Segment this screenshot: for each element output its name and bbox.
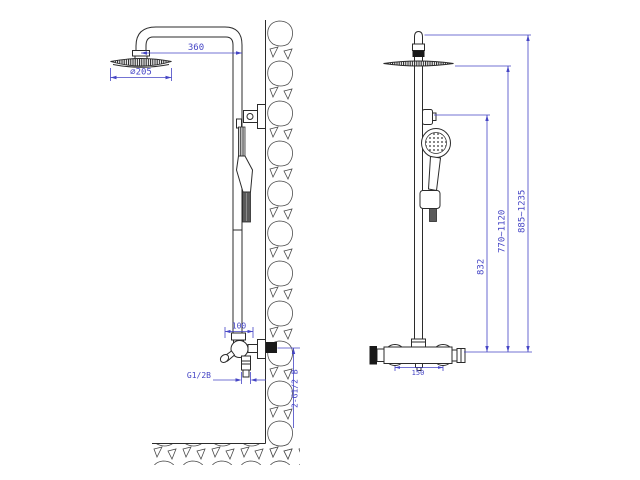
dim-outlet-thread: G1/2B: [187, 371, 266, 384]
riser-pipe: [412, 30, 425, 339]
dimensions: 360 ∅205 100 G1/2B: [110, 34, 532, 428]
floor-hatch: [152, 444, 300, 465]
hand-shower-side: [235, 118, 254, 223]
bracket-screw: [246, 113, 254, 120]
rain-head-disc-front: [383, 60, 454, 67]
dim-total-height-range: 885~1235: [424, 34, 532, 353]
holder-bracket-front: [422, 109, 437, 125]
dim-slide-height: 832: [434, 114, 490, 352]
dim-outlet-thread-label: G1/2B: [187, 371, 211, 380]
hand-shower-spray-face: [425, 132, 447, 154]
wall-bracket-side: [243, 104, 266, 129]
hose-connector: [429, 208, 437, 222]
dim-head-diameter-label: ∅205: [130, 68, 152, 78]
dim-head-height-range-label: 770~1120: [498, 210, 508, 253]
slide-holder: [419, 190, 441, 209]
dim-total-height-range-label: 885~1235: [518, 190, 528, 233]
dim-slide-height-label: 832: [477, 259, 487, 275]
dim-wall-connections-label: 2-G1/2 B: [291, 369, 300, 408]
hand-shower-front: [419, 128, 451, 222]
dim-valve-depth-label: 100: [232, 322, 247, 331]
dim-head-height-range: 770~1120: [455, 65, 511, 352]
wall-section: [152, 20, 300, 465]
front-view: [369, 30, 466, 371]
dim-valve-centers-label: 150: [412, 369, 425, 377]
dim-valve-centers: 150: [394, 366, 444, 377]
valve-outlet-side: [241, 355, 251, 371]
dim-wall-connections: 2-G1/2 B: [277, 347, 300, 428]
hand-shower-handle-front: [427, 155, 442, 192]
dim-valve-depth: 100: [224, 322, 254, 338]
temperature-knob-cap: [369, 346, 377, 365]
hand-shower-face-edge: [238, 126, 246, 157]
pipe-union-band: [412, 50, 425, 57]
hand-shower-body: [235, 155, 254, 193]
rain-head-front: [383, 60, 454, 67]
dim-arm-length-label: 360: [188, 43, 204, 53]
valve-body-front: [383, 346, 453, 364]
wall-fitting-embedded: [266, 342, 277, 353]
dim-head-diameter: ∅205: [110, 68, 172, 81]
dim-arm-length: 360: [141, 43, 242, 55]
wall-hatch: [265, 20, 295, 462]
side-view: [110, 20, 300, 465]
rain-head-side: [110, 58, 172, 68]
mixer-valve-side: [219, 332, 277, 378]
rain-head-disc: [110, 58, 172, 67]
mixer-valve-front: [369, 338, 466, 371]
